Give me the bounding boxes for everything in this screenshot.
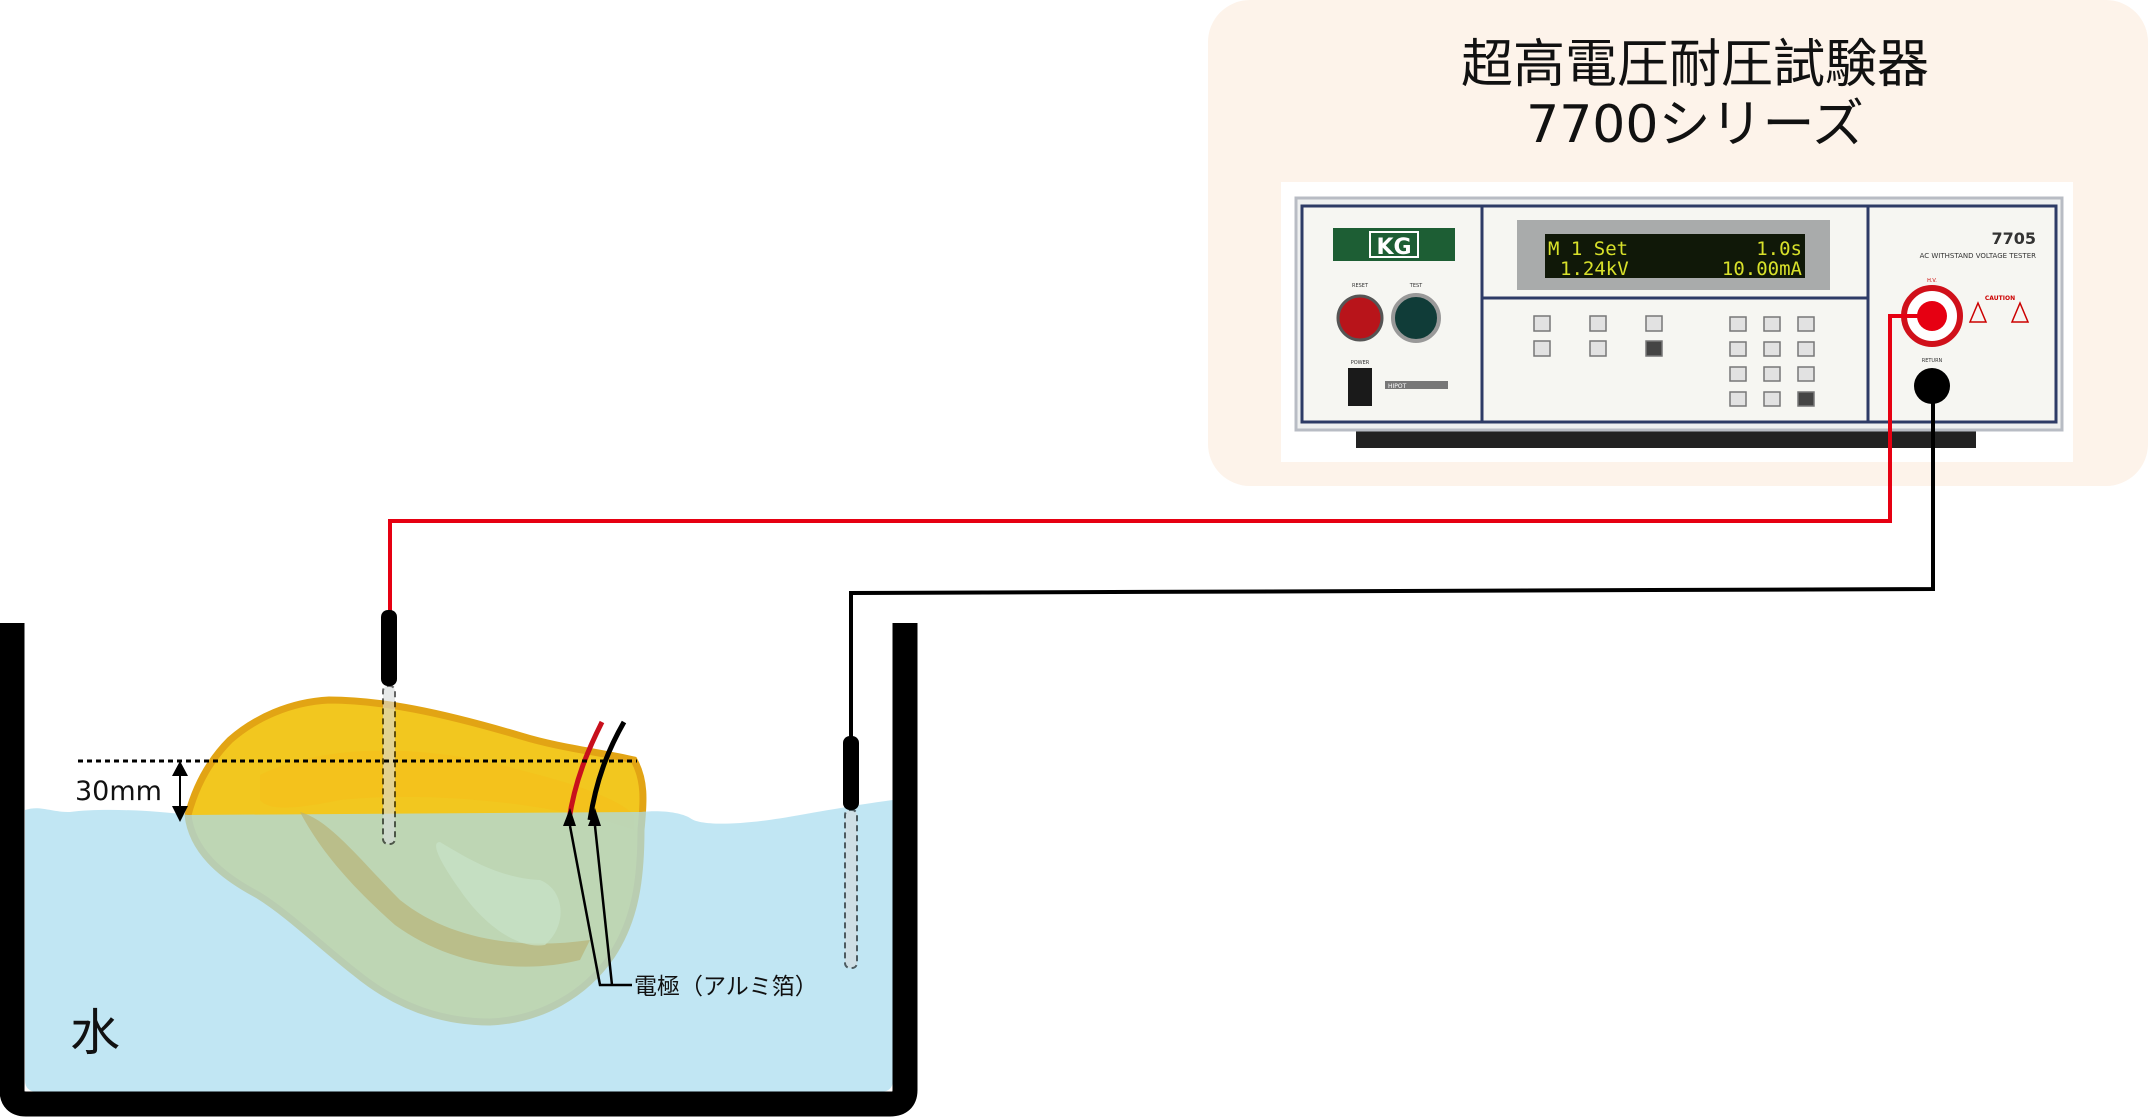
lcd-time: 1.0s	[1756, 238, 1802, 260]
hv-label: H.V.	[1927, 278, 1937, 284]
numeric-keypad	[1729, 316, 1815, 407]
function-key[interactable]	[1645, 315, 1663, 332]
lcd-voltage: 1.24kV	[1560, 258, 1629, 280]
brand-logo	[1333, 228, 1455, 261]
hv-terminal-core	[1917, 301, 1947, 331]
hv-wire	[388, 314, 1918, 612]
model-number: 7705	[1991, 229, 2036, 248]
water-label: 水	[70, 1004, 120, 1062]
voltage-tester-device: KG M 1 Set 1.0s 1.24kV 10.00mA RESET TES…	[1281, 182, 2073, 462]
keypad-key[interactable]	[1729, 341, 1747, 357]
sample-submerged-fold	[300, 812, 590, 967]
function-key[interactable]	[1589, 340, 1607, 357]
reset-label: RESET	[1352, 283, 1369, 289]
hv-probe-submerged	[382, 685, 396, 845]
panel-title-line2: 7700シリーズ	[1526, 95, 1864, 155]
hipot-badge	[1385, 381, 1448, 389]
keypad-key[interactable]	[1797, 316, 1815, 332]
lcd-current: 10.00mA	[1722, 258, 1803, 280]
electrode-callout-lines	[568, 825, 632, 987]
keypad-key[interactable]	[1729, 366, 1747, 382]
caution-label: CAUTION	[1985, 295, 2015, 302]
brand-logo-text: KG	[1376, 235, 1411, 260]
keypad-key[interactable]	[1729, 391, 1747, 407]
keypad-key[interactable]	[1763, 316, 1781, 332]
function-key[interactable]	[1533, 315, 1551, 332]
test-label: TEST	[1409, 283, 1423, 289]
keypad-key[interactable]	[1763, 366, 1781, 382]
keypad-key[interactable]	[1797, 391, 1815, 407]
keypad-key[interactable]	[1797, 341, 1815, 357]
lcd-mode: M 1 Set	[1548, 238, 1628, 260]
keypad-key[interactable]	[1729, 316, 1747, 332]
electrode-callout-arrowheads	[563, 808, 601, 826]
electrode-lead-red	[566, 720, 605, 821]
return-label: RETURN	[1922, 358, 1943, 364]
electrode-lead-black	[587, 720, 627, 821]
keypad-key[interactable]	[1797, 366, 1815, 382]
water-tank	[0, 623, 918, 1117]
model-subtitle: AC WITHSTAND VOLTAGE TESTER	[1920, 252, 2037, 260]
sample-submerged-highlight	[436, 842, 561, 946]
reset-button[interactable]	[1336, 294, 1384, 342]
power-switch[interactable]	[1348, 368, 1372, 406]
return-probe	[843, 736, 859, 810]
power-label: POWER	[1351, 360, 1370, 366]
depth-arrow-heads	[172, 761, 188, 822]
function-key[interactable]	[1533, 340, 1551, 357]
hipot-label: HIPOT	[1388, 383, 1407, 390]
panel-title-line1: 超高電圧耐圧試験器	[1461, 35, 1929, 95]
return-wire	[849, 395, 1935, 740]
return-probe-submerged	[844, 809, 858, 969]
keypad-key[interactable]	[1763, 341, 1781, 357]
depth-label: 30mm	[75, 776, 162, 807]
return-terminal[interactable]	[1914, 368, 1950, 404]
electrode-label: 電極（アルミ箔）	[634, 974, 818, 1000]
function-keys	[1533, 315, 1663, 357]
sample-inner-shade	[260, 750, 634, 830]
keypad-key[interactable]	[1763, 391, 1781, 407]
hv-probe	[381, 610, 397, 686]
lcd-screen	[1545, 234, 1805, 278]
test-button[interactable]	[1391, 293, 1441, 343]
warning-triangle-icon	[1968, 301, 2030, 323]
function-key[interactable]	[1589, 315, 1607, 332]
device-feet	[1356, 430, 1976, 448]
function-key[interactable]	[1645, 340, 1663, 357]
